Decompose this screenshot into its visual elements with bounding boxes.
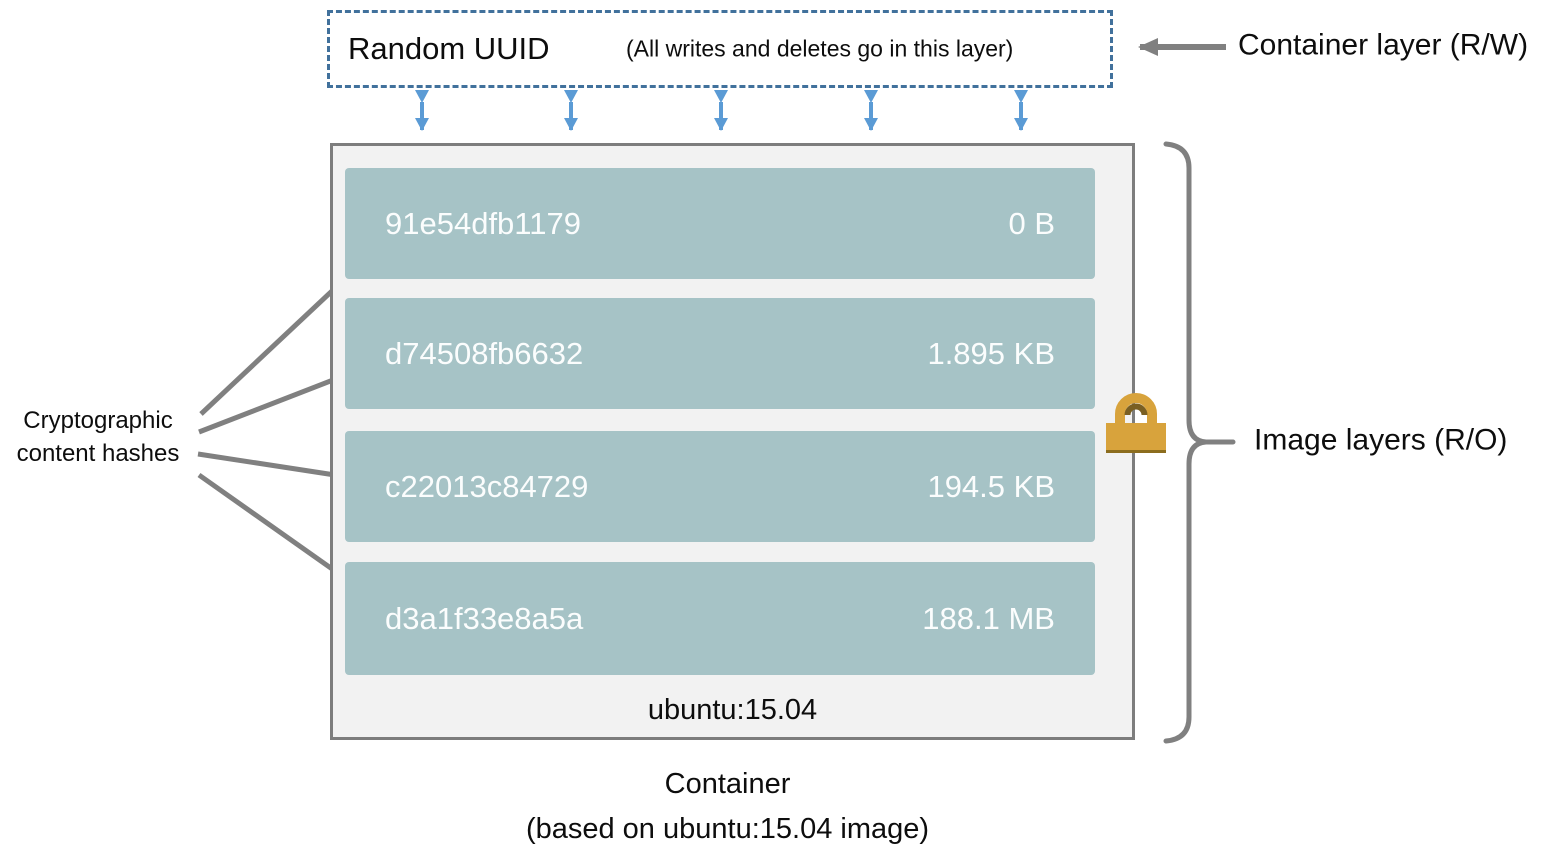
image-layer-row: 91e54dfb1179 0 B	[345, 168, 1095, 279]
writes-deletes-note: (All writes and deletes go in this layer…	[626, 35, 1014, 62]
container-box: 91e54dfb1179 0 B d74508fb6632 1.895 KB c…	[330, 143, 1135, 740]
layer-size: 1.895 KB	[927, 335, 1055, 371]
layer-hash: c22013c84729	[385, 468, 589, 504]
random-uuid-label: Random UUID	[348, 31, 550, 66]
image-layers-brace	[1163, 141, 1236, 744]
layer-size: 194.5 KB	[927, 468, 1055, 504]
layer-size: 0 B	[1008, 205, 1055, 241]
base-image-label: ubuntu:15.04	[647, 694, 818, 726]
image-layer-row: d3a1f33e8a5a 188.1 MB	[345, 562, 1095, 675]
lock-icon	[1106, 393, 1166, 453]
crypto-hashes-line1: Cryptographic	[23, 407, 173, 434]
caption-line2: (based on ubuntu:15.04 image)	[525, 813, 930, 845]
caption-line1: Container	[664, 768, 791, 800]
read-write-arrows	[415, 90, 1028, 131]
layer-size: 188.1 MB	[922, 600, 1055, 636]
layer-hash: d3a1f33e8a5a	[385, 600, 584, 636]
container-caption: Container (based on ubuntu:15.04 image)	[330, 762, 1125, 852]
container-layer-label: Container layer (R/W)	[1238, 28, 1529, 62]
container-layer-box: Random UUID (All writes and deletes go i…	[327, 10, 1113, 88]
crypto-hashes-label: Cryptographic content hashes	[6, 404, 190, 470]
image-layer-row: c22013c84729 194.5 KB	[345, 431, 1095, 542]
layer-hash: 91e54dfb1179	[385, 205, 581, 241]
crypto-hashes-line2: content hashes	[16, 440, 180, 467]
layer-hash: d74508fb6632	[385, 335, 584, 371]
image-layer-row: d74508fb6632 1.895 KB	[345, 298, 1095, 409]
image-layers-label: Image layers (R/O)	[1254, 423, 1508, 457]
